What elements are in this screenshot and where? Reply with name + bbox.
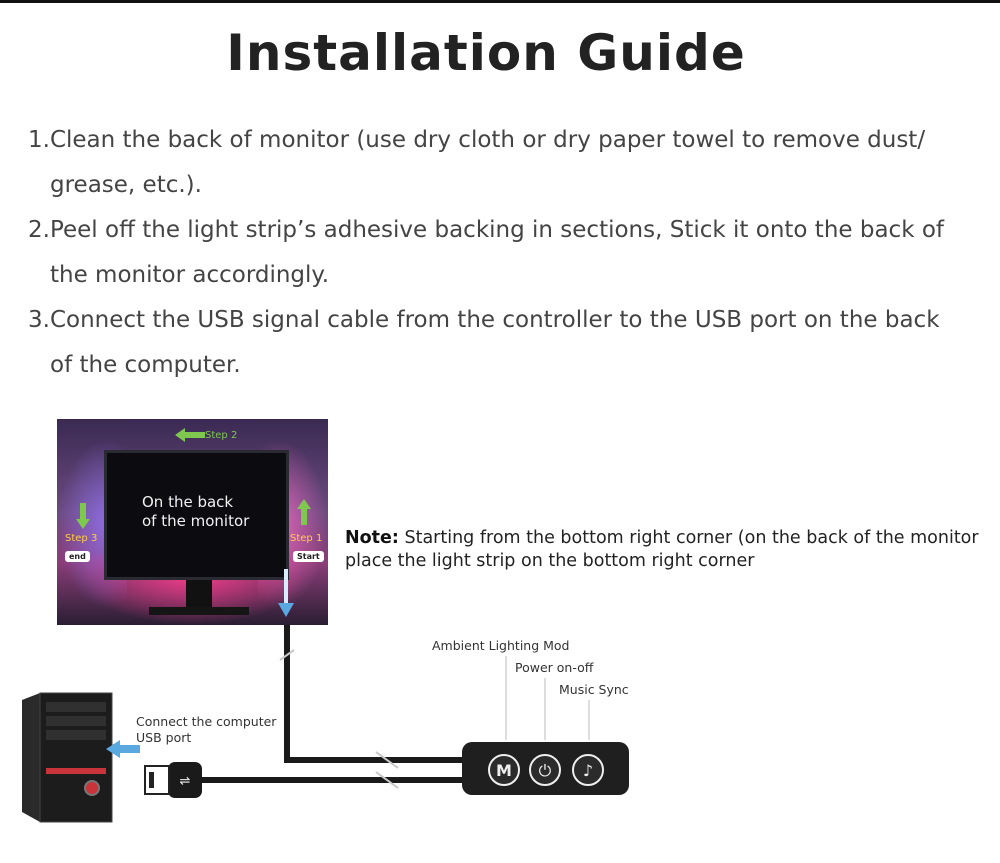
computer-usb-label: Connect the computer USB port: [136, 714, 276, 746]
instruction-list: 1.Clean the back of monitor (use dry clo…: [28, 118, 978, 388]
cable-break-mark: [375, 751, 399, 789]
top-rule: [0, 0, 1000, 3]
drive-bay-3: [46, 730, 106, 740]
usb-plug-pin: [149, 772, 154, 788]
strip-cable: [284, 625, 462, 763]
music-sync-button[interactable]: [572, 754, 604, 786]
page-title: Installation Guide: [226, 24, 746, 82]
computer-tower-side: [22, 693, 40, 822]
instruction-step-1: 1.Clean the back of monitor (use dry clo…: [28, 118, 978, 208]
power-icon: ⏻: [539, 761, 552, 780]
music-icon: ♪: [583, 761, 593, 780]
usb-plug-body: [168, 762, 202, 798]
instruction-step-3: 3.Connect the USB signal cable from the …: [28, 298, 978, 388]
monitor-photo: On the back of the monitor Step 2 Step 3…: [57, 419, 328, 625]
power-button[interactable]: [529, 754, 561, 786]
drive-bay-2: [46, 716, 106, 726]
monitor-base: [149, 607, 249, 615]
monitor-caption-line2: of the monitor: [142, 512, 250, 530]
computer-usb-label-line1: Connect the computer: [136, 714, 277, 729]
note-line2: place the light strip on the bottom righ…: [345, 551, 755, 571]
monitor-stand: [186, 580, 212, 610]
step-3-label: Step 3: [65, 533, 98, 544]
note-line1: Starting from the bottom right corner (o…: [398, 528, 979, 548]
instruction-step-3-line1: 3.Connect the USB signal cable from the …: [28, 307, 940, 333]
note-label: Note:: [345, 528, 399, 548]
step-1-arrow-icon: [297, 499, 311, 525]
tower-power-button-icon: [84, 780, 100, 796]
strip-break-mark: [279, 649, 295, 661]
tower-red-strip: [46, 768, 106, 774]
power-label: Power on-off: [515, 660, 594, 675]
ambient-lighting-label: Ambient Lighting Mod: [432, 638, 570, 653]
monitor-caption: On the back of the monitor: [142, 493, 249, 531]
step-arrows: [76, 428, 311, 617]
start-tag: Start: [293, 551, 324, 562]
instruction-step-1-line2: grease, etc.).: [50, 172, 202, 198]
strip-down-arrow-icon: [278, 603, 294, 617]
instruction-step-1-line1: 1.Clean the back of monitor (use dry clo…: [28, 127, 926, 153]
note-text: Note: Starting from the bottom right cor…: [345, 527, 1000, 575]
step-3-arrow-icon: [76, 503, 90, 529]
mode-icon: M: [496, 761, 512, 780]
instruction-step-2-line2: the monitor accordingly.: [50, 262, 330, 288]
step-1-label: Step 1: [290, 533, 323, 544]
monitor-screen: On the back of the monitor: [104, 450, 289, 580]
instruction-step-3-line2: of the computer.: [50, 352, 241, 378]
instruction-step-2-line1: 2.Peel off the light strip’s adhesive ba…: [28, 217, 944, 243]
step-2-label: Step 2: [205, 430, 238, 441]
instruction-step-2: 2.Peel off the light strip’s adhesive ba…: [28, 208, 978, 298]
monitor-caption-line1: On the back: [142, 493, 234, 511]
music-sync-label: Music Sync: [559, 682, 629, 697]
end-tag: end: [65, 551, 90, 562]
step-2-arrow-icon: [175, 428, 205, 442]
usb-direction-arrow-icon: [106, 740, 140, 758]
computer-usb-label-line2: USB port: [136, 730, 192, 745]
computer-tower-front: [39, 692, 113, 823]
usb-plug-metal: [144, 765, 170, 795]
mode-button[interactable]: [488, 754, 520, 786]
usb-symbol-icon: ⇌: [180, 774, 191, 789]
drive-bay-1: [46, 702, 106, 712]
